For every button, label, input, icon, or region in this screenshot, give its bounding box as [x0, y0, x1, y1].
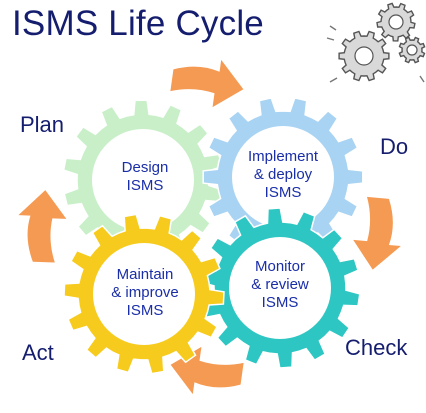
- motion-line: [329, 77, 338, 83]
- gear-cluster: [62, 97, 364, 375]
- gear-label-line: ISMS: [126, 177, 164, 194]
- phase-act: Act: [22, 340, 54, 365]
- arrow-act-to-plan: [18, 190, 67, 263]
- clipart-gear-hub: [354, 46, 374, 66]
- cycle-arrow-icon: [170, 59, 244, 108]
- gear-label-implement: Implement & deploy ISMS: [228, 148, 338, 202]
- gear-hub-monitor: [229, 237, 331, 339]
- gears-icon: [326, 2, 426, 83]
- gear-label-line: & deploy: [253, 166, 313, 183]
- gear-hub-implement: [232, 126, 334, 228]
- gear-label-line: ISMS: [261, 294, 299, 311]
- motion-line: [326, 37, 335, 41]
- gear-label-line: ISMS: [126, 302, 164, 319]
- gear-label-line: & review: [251, 276, 309, 293]
- cycle-arrow-icon: [353, 196, 401, 270]
- motion-line: [419, 75, 425, 83]
- gear-hub-maintain: [93, 243, 195, 345]
- phase-check: Check: [345, 335, 408, 360]
- gear-label-line: Monitor: [254, 258, 306, 275]
- clipart-gear-hub: [388, 14, 404, 30]
- gear-label-monitor: Monitor & review ISMS: [225, 258, 335, 312]
- gear-label-line: Maintain: [116, 266, 174, 283]
- phase-plan: Plan: [20, 112, 65, 137]
- gear-label-line: Implement: [247, 148, 319, 165]
- gear-label-line: & improve: [111, 284, 179, 301]
- gear-label-line: ISMS: [264, 184, 302, 201]
- cycle-arrow-icon: [18, 190, 67, 263]
- gear-label-line: Design: [121, 159, 169, 176]
- arrow-plan-to-do: [170, 59, 244, 108]
- arrow-do-to-check: [353, 196, 401, 270]
- phase-do: Do: [380, 134, 409, 159]
- gear-label-maintain: Maintain & improve ISMS: [90, 266, 200, 320]
- clipart-gear-hub: [406, 44, 418, 56]
- gear-label-design: Design ISMS: [90, 159, 200, 195]
- page-title: ISMS Life Cycle: [12, 4, 264, 43]
- motion-line: [329, 25, 337, 31]
- gear-hub-design: [92, 129, 194, 231]
